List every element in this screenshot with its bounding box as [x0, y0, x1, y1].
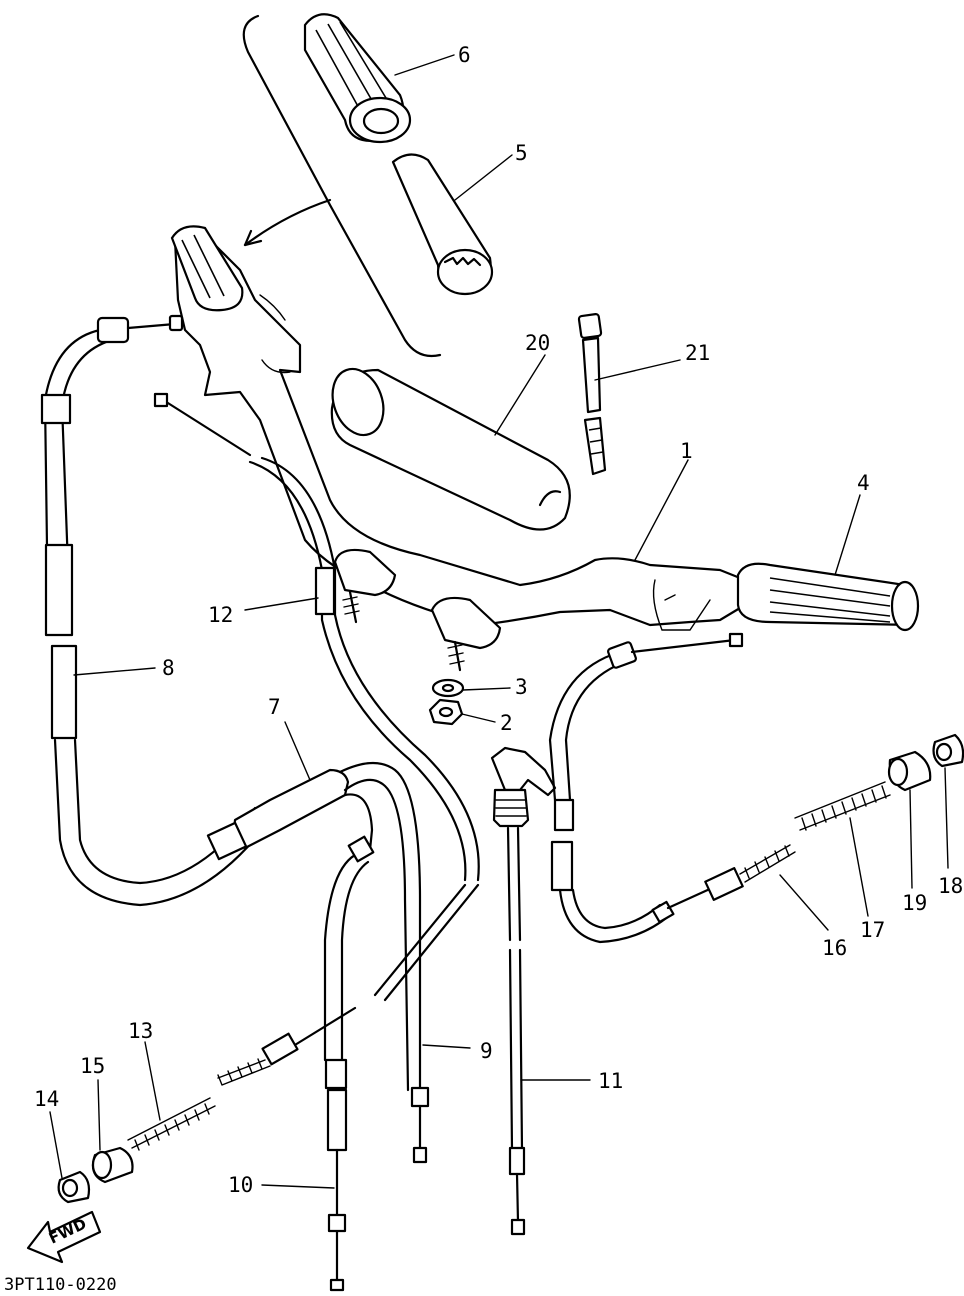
- cable-part-8: [40, 314, 272, 907]
- cable-part-12: [153, 392, 480, 1002]
- fwd-arrow-icon: FWD: [26, 1210, 102, 1264]
- part-labels: 6 5 20 21 1 4 12 8 3 2 7 9 11 10 13 15 1…: [34, 43, 963, 1197]
- label-part-14: 14: [34, 1087, 59, 1111]
- label-part-10: 10: [228, 1173, 253, 1197]
- cable-part-10: [323, 835, 375, 1292]
- label-part-15: 15: [80, 1054, 105, 1078]
- label-part-12: 12: [208, 603, 233, 627]
- tube-part-5: [391, 153, 494, 296]
- leader-lines: [49, 54, 949, 1189]
- label-part-6: 6: [458, 43, 471, 67]
- label-part-21: 21: [685, 341, 710, 365]
- washer-part-3: [431, 678, 465, 698]
- label-part-20: 20: [525, 331, 550, 355]
- bar-clamp-left: [333, 548, 397, 624]
- label-part-7: 7: [268, 695, 281, 719]
- cable-part-11: [490, 746, 557, 1236]
- adjuster-part-17: [794, 781, 891, 831]
- label-part-11: 11: [598, 1069, 623, 1093]
- grip-part-6: [303, 13, 412, 144]
- label-part-3: 3: [515, 675, 528, 699]
- cap-part-14: [57, 1170, 91, 1204]
- label-part-1: 1: [680, 439, 693, 463]
- label-part-2: 2: [500, 711, 513, 735]
- grip-cover-part-20: [330, 367, 571, 531]
- cable-part-16: [548, 632, 796, 944]
- label-part-9: 9: [480, 1039, 493, 1063]
- grip-part-4: [736, 562, 920, 632]
- label-part-17: 17: [860, 918, 885, 942]
- strap-part-21: [577, 313, 607, 476]
- left-grip-on-bar: [170, 225, 244, 312]
- cable-part-9: [410, 1086, 430, 1164]
- label-part-13: 13: [128, 1019, 153, 1043]
- adjuster-nut-part-15: [91, 1146, 134, 1184]
- nut-part-2: [428, 698, 464, 726]
- adjuster-part-13: [127, 1006, 357, 1151]
- figure-code: 3PT110-0220: [4, 1275, 117, 1295]
- junction-part-7: [206, 761, 422, 1092]
- bar-clamp-right: [430, 596, 502, 672]
- label-part-16: 16: [822, 936, 847, 960]
- inset-bracket: [242, 14, 442, 358]
- label-part-5: 5: [515, 141, 528, 165]
- label-part-19: 19: [902, 891, 927, 915]
- cap-part-18: [932, 733, 964, 768]
- label-part-4: 4: [857, 471, 870, 495]
- label-part-18: 18: [938, 874, 963, 898]
- adjuster-nut-part-19: [887, 750, 932, 792]
- label-part-8: 8: [162, 656, 175, 680]
